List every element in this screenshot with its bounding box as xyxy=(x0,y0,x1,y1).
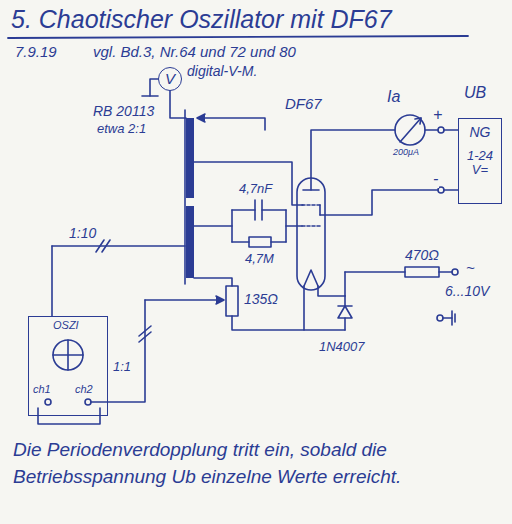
terminal-sign: - xyxy=(432,170,439,188)
wire-rect xyxy=(249,237,271,247)
probe-ratio: 1:10 xyxy=(68,226,97,241)
wire-path xyxy=(194,162,303,205)
voltmeter-circle: V xyxy=(158,67,182,91)
wire-path xyxy=(184,110,186,284)
wire-path xyxy=(302,225,320,227)
tube-type: DF67 xyxy=(284,96,323,113)
terminal-sign: ~ xyxy=(465,260,476,277)
node-text: NG xyxy=(459,125,501,140)
wire-path xyxy=(262,209,286,211)
wire-path xyxy=(311,130,395,190)
wire-path xyxy=(142,95,158,97)
wire-path xyxy=(197,114,205,122)
wire-path xyxy=(271,241,286,243)
terminal-sign: + xyxy=(432,106,443,124)
current-label: Ia xyxy=(386,88,401,106)
resistor-value: 4,7M xyxy=(244,252,275,266)
wire-path xyxy=(443,317,452,319)
wire-circle xyxy=(45,399,51,405)
capacitor-value: 4,7nF xyxy=(238,182,273,196)
wire-path xyxy=(319,205,321,215)
wire-path xyxy=(145,299,223,301)
wire-path xyxy=(344,272,346,296)
wire-path xyxy=(96,240,110,252)
wire-path xyxy=(194,278,232,286)
date: 7.9.19 xyxy=(14,44,58,61)
wire-path xyxy=(52,245,185,247)
power-supply-box: NG 1-24 V= xyxy=(458,118,502,204)
wire-path xyxy=(8,36,468,38)
wire-path xyxy=(198,118,265,130)
wire-path xyxy=(444,129,458,131)
wire-path xyxy=(150,79,158,96)
wire-circle xyxy=(452,269,458,275)
wire-path xyxy=(232,241,249,243)
wire-path xyxy=(216,296,224,304)
wire-rect xyxy=(186,118,194,198)
wire-circle xyxy=(85,399,91,405)
wire-rect xyxy=(405,267,439,277)
wire-path xyxy=(194,225,232,227)
wire-rect xyxy=(297,178,325,290)
instrument-label: digital-V-M. xyxy=(186,64,258,79)
wire-path xyxy=(444,189,458,191)
meter-range: 200μA xyxy=(392,148,420,158)
wire-circle xyxy=(53,340,83,370)
turns-ratio: etwa 2:1 xyxy=(96,122,147,136)
oscilloscope-box: OSZI ch1 ch2 xyxy=(28,316,108,416)
wire-path xyxy=(139,326,151,342)
wire-path xyxy=(318,286,345,296)
wire-path xyxy=(439,271,452,273)
wire-path xyxy=(302,204,320,206)
wire-rect xyxy=(226,286,238,316)
wire-path xyxy=(231,210,233,242)
caption: Die Periodenverdopplung tritt ein, sobal… xyxy=(12,436,502,490)
wire-path xyxy=(51,246,53,316)
wire-path xyxy=(38,408,100,424)
node-text: OSZI xyxy=(53,319,79,331)
wire-path xyxy=(232,316,345,330)
wire-path xyxy=(400,118,421,142)
resistor-value: 470Ω xyxy=(404,248,440,263)
wire-path xyxy=(304,270,318,286)
wire-path xyxy=(451,311,453,325)
node-text: 1-24 V= xyxy=(459,149,501,178)
wire-circle xyxy=(437,315,443,321)
title: 5. Chaotischer Oszillator mit DF67 xyxy=(10,6,393,34)
wire-path xyxy=(338,306,352,318)
wire-circle xyxy=(438,127,444,133)
wire-path xyxy=(170,91,186,118)
wire-path xyxy=(415,118,421,124)
wire-path xyxy=(345,271,405,273)
transformer-type: RB 20113 xyxy=(92,104,155,119)
reference-note: vgl. Bd.3, Nr.64 und 72 und 80 xyxy=(92,44,297,61)
wire-path xyxy=(53,340,83,370)
wire-circle xyxy=(438,187,444,193)
node-text: ch1 xyxy=(33,383,51,395)
wire-path xyxy=(232,209,255,211)
wire-path xyxy=(286,225,302,227)
probe-ratio: 1:1 xyxy=(112,360,132,374)
wire-path xyxy=(303,286,305,330)
wire-path xyxy=(320,190,438,215)
wire-rect xyxy=(186,206,194,278)
wire-path xyxy=(344,296,346,306)
wire-path xyxy=(344,318,346,330)
diode-type: 1N4007 xyxy=(318,340,366,354)
wire-circle xyxy=(395,115,425,145)
node-text: ch2 xyxy=(75,383,93,395)
wire-path xyxy=(425,129,438,131)
node-text: V xyxy=(159,71,181,88)
wire-path xyxy=(454,314,456,322)
voltage-label: UB xyxy=(463,84,487,102)
wire-path xyxy=(254,200,256,220)
resistor-value: 135Ω xyxy=(243,292,279,307)
voltage-range: 6...10V xyxy=(444,284,490,299)
